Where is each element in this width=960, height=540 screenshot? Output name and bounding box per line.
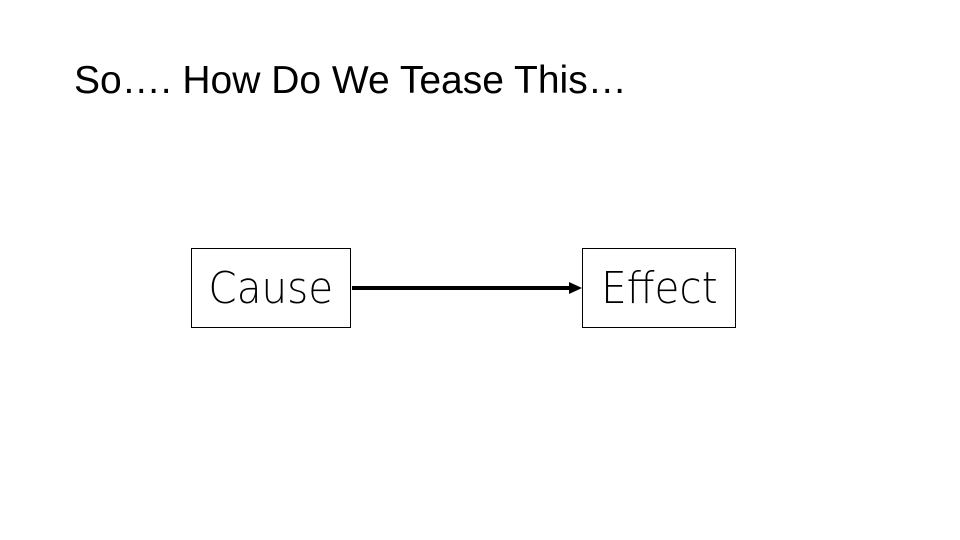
cause-to-effect-arrow	[352, 282, 582, 294]
effect-label: Effect	[600, 262, 718, 314]
slide-title: So…. How Do We Tease This…	[74, 59, 627, 102]
cause-box: Cause	[191, 248, 351, 328]
effect-box: Effect	[582, 248, 736, 328]
cause-label: Cause	[208, 262, 334, 314]
arrow-head	[569, 282, 582, 294]
